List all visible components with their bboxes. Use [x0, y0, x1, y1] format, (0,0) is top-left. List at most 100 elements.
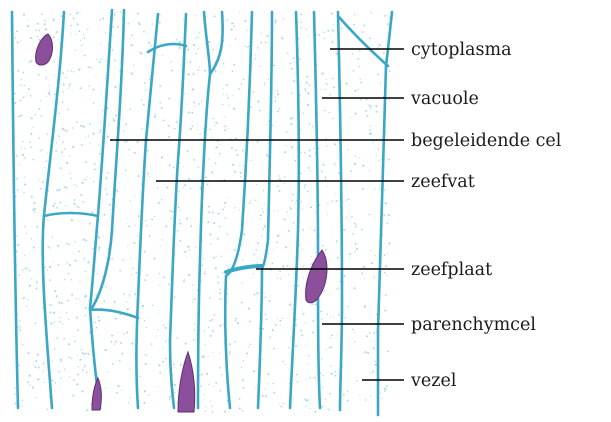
cytoplasm-dot: [85, 271, 86, 272]
cytoplasm-dot: [193, 44, 195, 46]
cytoplasm-dot: [141, 128, 143, 130]
cytoplasm-dot: [54, 322, 55, 323]
cytoplasm-dot: [115, 12, 116, 13]
cytoplasm-dot: [76, 23, 78, 25]
cytoplasm-dot: [210, 400, 211, 401]
cytoplasm-dot: [311, 256, 312, 257]
cytoplasm-dot: [63, 91, 64, 92]
cytoplasm-dot: [171, 70, 173, 72]
cytoplasm-dot: [312, 320, 314, 322]
cytoplasm-dot: [388, 242, 390, 244]
cytoplasm-dot: [384, 16, 385, 17]
cytoplasm-dot: [89, 222, 91, 224]
cytoplasm-dot: [322, 387, 323, 388]
cytoplasm-dot: [159, 22, 161, 24]
cytoplasm-dot: [173, 364, 175, 366]
cytoplasm-dot: [165, 358, 166, 359]
cell-wall: [314, 12, 320, 408]
cytoplasm-dot: [122, 259, 124, 261]
cytoplasm-dot: [301, 201, 303, 203]
cytoplasm-dot: [179, 240, 181, 242]
cytoplasm-dot: [193, 73, 195, 75]
cytoplasm-dot: [292, 194, 294, 196]
cytoplasm-dot: [41, 149, 43, 151]
cytoplasm-dot: [338, 314, 340, 316]
cytoplasm-dot: [130, 397, 131, 398]
cytoplasm-dot: [17, 70, 19, 72]
cytoplasm-dot: [210, 244, 211, 245]
cytoplasm-dot: [325, 399, 326, 400]
cytoplasm-dot: [192, 88, 194, 90]
cytoplasm-dot: [58, 189, 60, 191]
cytoplasm-dot: [24, 157, 26, 159]
cytoplasm-dot: [375, 364, 377, 366]
cytoplasm-dot: [301, 335, 303, 337]
cytoplasm-dot: [321, 318, 322, 319]
cytoplasm-dot: [370, 126, 371, 127]
cytoplasm-dot: [302, 249, 303, 250]
cytoplasm-dot: [223, 63, 225, 65]
cytoplasm-dot: [253, 91, 255, 93]
cytoplasm-dot: [201, 100, 202, 101]
cytoplasm-dot: [24, 85, 25, 86]
cytoplasm-dot: [207, 221, 209, 223]
cytoplasm-dot: [308, 355, 310, 357]
cytoplasm-dot: [253, 254, 255, 256]
label-vacuole: vacuole: [410, 89, 479, 109]
cytoplasm-dot: [183, 166, 184, 167]
cytoplasm-dot: [215, 122, 217, 124]
cytoplasm-dot: [325, 110, 327, 112]
cytoplasm-dot: [219, 155, 220, 156]
cytoplasm-dot: [243, 79, 244, 80]
cytoplasm-dot: [246, 352, 248, 354]
cytoplasm-dot: [200, 385, 202, 387]
cytoplasm-dot: [335, 375, 337, 377]
cytoplasm-dot: [369, 372, 370, 373]
cytoplasm-dot: [309, 155, 311, 157]
cytoplasm-dot: [27, 381, 29, 383]
cytoplasm-dot: [246, 30, 247, 31]
cytoplasm-dot: [193, 324, 194, 325]
cytoplasm-dot: [307, 191, 309, 193]
cytoplasm-dot: [330, 337, 331, 338]
cytoplasm-dot: [85, 161, 87, 163]
cytoplasm-dot: [369, 332, 371, 334]
cytoplasm-dot: [174, 392, 176, 394]
cytoplasm-dot: [112, 363, 114, 365]
cytoplasm-dot: [143, 104, 145, 106]
cytoplasm-dot: [264, 82, 266, 84]
cytoplasm-dot: [343, 229, 345, 231]
cytoplasm-dot: [305, 406, 306, 407]
cytoplasm-dot: [124, 141, 126, 143]
cytoplasm-dot: [58, 302, 60, 304]
cytoplasm-dot: [81, 12, 82, 13]
cytoplasm-dot: [296, 200, 298, 202]
cytoplasm-dot: [186, 256, 187, 257]
cytoplasm-dot: [255, 249, 257, 251]
cytoplasm-dot: [289, 63, 291, 65]
cytoplasm-dot: [260, 218, 261, 219]
cytoplasm-dot: [387, 350, 389, 352]
cytoplasm-dot: [268, 383, 269, 384]
cytoplasm-dot: [111, 288, 112, 289]
cytoplasm-dot: [310, 206, 312, 208]
cytoplasm-dot: [280, 406, 282, 408]
cytoplasm-dot: [55, 150, 57, 152]
cytoplasm-dot: [84, 367, 85, 368]
cytoplasm-dot: [53, 19, 55, 21]
cytoplasm-dot: [364, 278, 365, 279]
cytoplasm-dot: [46, 78, 47, 79]
cytoplasm-dot: [345, 229, 346, 230]
cytoplasm-dot: [193, 339, 195, 341]
cytoplasm-dot: [275, 22, 277, 24]
cytoplasm-dot: [15, 393, 16, 394]
cytoplasm-dot: [148, 42, 150, 44]
cytoplasm-dot: [55, 132, 56, 133]
cytoplasm-dot: [379, 44, 381, 46]
cytoplasm-dot: [77, 330, 79, 332]
cytoplasm-dot: [229, 353, 230, 354]
cytoplasm-dot: [279, 178, 281, 180]
cytoplasm-dot: [294, 73, 295, 74]
cytoplasm-dot: [374, 217, 375, 218]
